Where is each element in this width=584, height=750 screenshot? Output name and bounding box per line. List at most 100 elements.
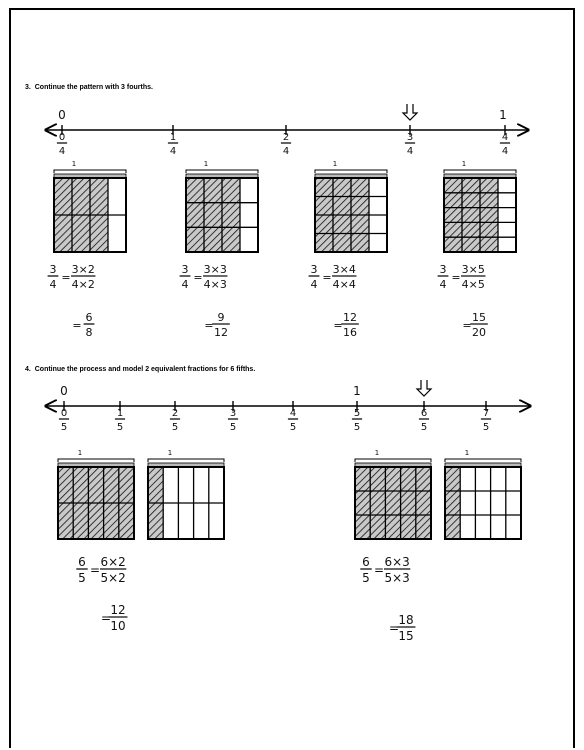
problem-3-equation-2: 34=3×34×3=912 [179, 263, 230, 339]
problem-3-number-line-tick-label: 24 [280, 132, 292, 157]
problem-4-number-line-tick-label-denominator: 5 [354, 422, 360, 433]
problem-3-equation-1-rhs: 3×24×2 [71, 263, 96, 291]
problem-4-number-line-tick-label: 05 [58, 408, 70, 433]
problem-3-number-line-tick-label-numerator: 2 [283, 132, 289, 143]
problem-4-equation-1-result-numerator: 12 [110, 603, 125, 617]
problem-3-equation-4-result-numerator: 15 [472, 311, 486, 324]
problem-3-equation-3-equals: = [322, 271, 331, 284]
problem-3-equation-1-result-equals: = [72, 319, 81, 332]
problem-3-equation-1-result-denominator: 8 [86, 326, 93, 339]
problem-4-number-line-tick-label-numerator: 2 [172, 408, 178, 419]
problem-3-model-2-brace [185, 169, 259, 173]
problem-3-equation-4-result-denominator: 20 [472, 326, 486, 339]
problem-3-model-2-whole-label: 1 [204, 160, 208, 168]
problem-3-model-3-brace [314, 169, 388, 173]
problem-4-equation-1-rhs-denominator: 5×2 [100, 571, 125, 585]
problem-4-equation-1-lhs: 65 [76, 555, 88, 585]
problem-4-number-line-tick-label: 55 [351, 408, 363, 433]
problem-3-equation-4-result-equals: = [462, 319, 471, 332]
problem-4-model-4-brace [444, 458, 522, 462]
problem-4-equation-1-rhs-numerator: 6×2 [100, 555, 125, 569]
problem-4-model-3-whole-label: 1 [375, 449, 379, 457]
problem-4-equation-2-rhs-numerator: 6×3 [384, 555, 409, 569]
problem-3-equation-1: 34=3×24×2=68 [47, 263, 96, 339]
problem-3-number-line-tick-label: 44 [499, 132, 511, 157]
problem-4-number-line-tick-label-denominator: 5 [421, 422, 427, 433]
problem-4-model-1-brace [57, 458, 135, 462]
problem-3-equation-1-result-numerator: 6 [86, 311, 93, 324]
problem-4-number-line-tick-label: 75 [480, 408, 492, 433]
problem-4-number-line-tick-label-denominator: 5 [290, 422, 296, 433]
problem-4-equation-2-result-equals: = [389, 621, 399, 635]
problem-3-equation-4-lhs-denominator: 4 [440, 278, 447, 291]
problem-3-number-line-target-arrow-icon [401, 104, 419, 121]
problem-3-number-line-tick-label-denominator: 4 [502, 146, 508, 157]
problem-3-number-line-tick-label-denominator: 4 [283, 146, 289, 157]
problem-4-equation-1-result-equals: = [101, 611, 111, 625]
problem-3-equation-4-rhs: 3×54×5 [461, 263, 486, 291]
problem-3-number-line-tick-label: 04 [56, 132, 68, 157]
problem-4-model-2-brace [147, 458, 225, 462]
problem-4-prompt: 4. Continue the process and model 2 equi… [25, 366, 255, 373]
problem-4-number-line-tick-label-numerator: 1 [117, 408, 123, 419]
problem-4-equation-2-result-numerator: 18 [398, 613, 413, 627]
problem-4-number-line-tick-label: 45 [287, 408, 299, 433]
problem-4-number: 4. [25, 366, 31, 373]
problem-3-equation-2-lhs-denominator: 4 [182, 278, 189, 291]
problem-3-equation-4-lhs: 34 [437, 263, 449, 291]
problem-3-equation-2-lhs-numerator: 3 [182, 263, 189, 276]
problem-3-prompt: 3. Continue the pattern with 3 fourths. [25, 84, 153, 91]
problem-4-number-line-tick-label-numerator: 7 [483, 408, 489, 419]
problem-4-number-line-tick-label-denominator: 5 [61, 422, 67, 433]
problem-4-number-line-tick-label-numerator: 5 [354, 408, 360, 419]
problem-4-number-line-tick-label-denominator: 5 [483, 422, 489, 433]
problem-3-equation-3-lhs-numerator: 3 [311, 263, 318, 276]
problem-3-model-1-whole-label: 1 [72, 160, 76, 168]
problem-4-model-3-shaded-region [355, 467, 431, 539]
problem-3-equation-2-rhs-denominator: 4×3 [204, 278, 227, 291]
problem-3-equation-3-result-numerator: 12 [343, 311, 357, 324]
problem-3-equation-1-equals: = [61, 271, 70, 284]
problem-3-number-line-tick-label-denominator: 4 [407, 146, 413, 157]
problem-3-equation-1-lhs: 34 [47, 263, 59, 291]
problem-4-model-4-whole-label: 1 [465, 449, 469, 457]
problem-3-number-line-tick-label-numerator: 3 [407, 132, 413, 143]
problem-4-number-line-tick-label-numerator: 6 [421, 408, 427, 419]
problem-3-model-3-whole-label: 1 [333, 160, 337, 168]
problem-4-text: Continue the process and model 2 equival… [34, 366, 256, 373]
problem-3-text: Continue the pattern with 3 fourths. [34, 84, 153, 91]
problem-3-model-3: 1 [314, 160, 388, 253]
problem-4-equation-2-rhs: 6×35×3 [384, 555, 411, 585]
problem-3-equation-1-lhs-denominator: 4 [50, 278, 57, 291]
problem-3-equation-2-result-equals: = [204, 319, 213, 332]
problem-4-equation-1-lhs-denominator: 5 [78, 571, 86, 585]
problem-4-equation-1-lhs-numerator: 6 [78, 555, 86, 569]
problem-3-equation-2-lhs: 34 [179, 263, 191, 291]
problem-4-number-line-tick-label: 25 [169, 408, 181, 433]
problem-3-model-1: 1 [53, 160, 127, 253]
problem-4-model-2-whole-label: 1 [168, 449, 172, 457]
problem-3-equation-3-lhs-denominator: 4 [311, 278, 318, 291]
problem-3-number-line-tick-label-numerator: 1 [170, 132, 176, 143]
problem-4-equation-1-rhs: 6×25×2 [100, 555, 127, 585]
problem-3-equation-1-result: 68 [83, 311, 95, 339]
problem-4-number-line-tick-label-denominator: 5 [172, 422, 178, 433]
problem-3-equation-2-result: 912 [212, 311, 230, 339]
problem-4-model-1-whole-label: 1 [78, 449, 82, 457]
problem-4-model-3-outline [354, 466, 432, 540]
problem-3-model-4: 1 [443, 160, 517, 253]
problem-3-equation-1-lhs-numerator: 3 [50, 263, 57, 276]
problem-3-equation-2-rhs-numerator: 3×3 [204, 263, 227, 276]
problem-3-equation-3-result-equals: = [333, 319, 342, 332]
problem-4-number-line-tick-label: 65 [418, 408, 430, 433]
problem-3-equation-4-lhs-numerator: 3 [440, 263, 447, 276]
problem-4-model-4: 1 [444, 449, 522, 540]
problem-3-number: 3. [25, 84, 31, 91]
problem-3-model-4-whole-label: 1 [462, 160, 466, 168]
